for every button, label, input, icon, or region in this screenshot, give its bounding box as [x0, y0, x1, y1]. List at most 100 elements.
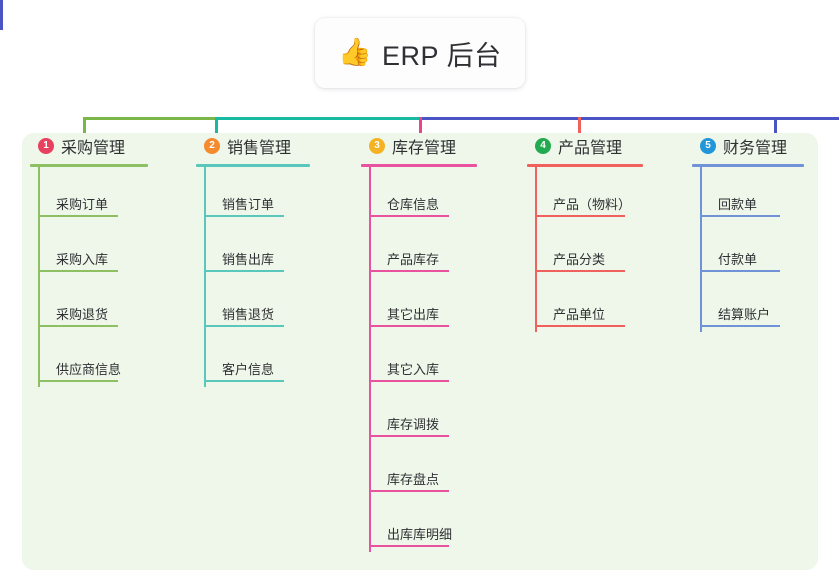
branch-title: 产品管理: [558, 140, 623, 157]
branch-item-rule: [535, 215, 625, 217]
branch-title: 销售管理: [227, 140, 292, 157]
branch-spine: [369, 167, 371, 552]
branch-number-badge: 4: [535, 138, 551, 154]
branch-header-rule: [692, 164, 804, 167]
branch-header-3[interactable]: 3 库存管理: [361, 133, 477, 159]
branch-item-rule: [369, 270, 449, 272]
branch-column-1: 1 采购管理采购订单采购入库采购退货供应商信息: [30, 133, 148, 387]
bus-segment-blue-end: [776, 117, 839, 120]
branch-item[interactable]: 付款单: [692, 222, 804, 277]
branch-item-label: 出库库明细: [387, 527, 453, 542]
branch-item-label: 库存盘点: [387, 472, 440, 487]
branch-item-rule: [700, 325, 780, 327]
branch-item[interactable]: 产品分类: [527, 222, 643, 277]
branch-item[interactable]: 产品单位: [527, 277, 643, 332]
thumbs-up-icon: 👍: [338, 36, 373, 67]
branch-item[interactable]: 采购入库: [30, 222, 148, 277]
branch-item[interactable]: 销售出库: [196, 222, 310, 277]
branch-item[interactable]: 出库库明细: [361, 497, 477, 552]
branch-item[interactable]: 回款单: [692, 167, 804, 222]
branch-item[interactable]: 库存调拨: [361, 387, 477, 442]
branch-item[interactable]: 采购订单: [30, 167, 148, 222]
branch-item-label: 供应商信息: [56, 362, 122, 377]
root-stem-connector: [0, 0, 3, 30]
branch-column-3: 3 库存管理仓库信息产品库存其它出库其它入库库存调拨库存盘点出库库明细: [361, 133, 477, 552]
branch-item[interactable]: 供应商信息: [30, 332, 148, 387]
bus-segment-green: [83, 117, 215, 120]
branch-item-rule: [369, 325, 449, 327]
branch-item[interactable]: 销售退货: [196, 277, 310, 332]
branch-item-label: 销售出库: [222, 252, 275, 267]
branch-item-rule: [700, 215, 780, 217]
branch-item-rule: [204, 380, 284, 382]
branch-item-label: 回款单: [718, 197, 758, 212]
branch-item-label: 仓库信息: [387, 197, 440, 212]
branch-header-rule: [361, 164, 477, 167]
branch-item-list: 回款单付款单结算账户: [692, 167, 804, 332]
branch-item-label: 付款单: [718, 252, 758, 267]
branch-item-rule: [204, 215, 284, 217]
branch-item-label: 结算账户: [718, 307, 771, 322]
branch-title: 库存管理: [392, 140, 457, 157]
branch-item-label: 销售退货: [222, 307, 275, 322]
branch-item[interactable]: 其它出库: [361, 277, 477, 332]
branch-item-label: 采购订单: [56, 197, 109, 212]
branch-item-label: 采购入库: [56, 252, 109, 267]
branch-item-rule: [535, 270, 625, 272]
branch-column-2: 2 销售管理销售订单销售出库销售退货客户信息: [196, 133, 310, 387]
branch-item[interactable]: 产品（物料）: [527, 167, 643, 222]
branch-item[interactable]: 其它入库: [361, 332, 477, 387]
branch-item[interactable]: 仓库信息: [361, 167, 477, 222]
branch-header-4[interactable]: 4 产品管理: [527, 133, 643, 159]
branch-item[interactable]: 结算账户: [692, 277, 804, 332]
root-node[interactable]: 👍 ERP 后台: [315, 18, 525, 88]
branch-item-list: 销售订单销售出库销售退货客户信息: [196, 167, 310, 387]
branch-number-badge: 1: [38, 138, 54, 154]
branch-item-rule: [369, 545, 449, 547]
branch-item-rule: [38, 215, 118, 217]
branch-item[interactable]: 产品库存: [361, 222, 477, 277]
branch-item-label: 产品单位: [553, 307, 606, 322]
branch-item-rule: [535, 325, 625, 327]
branch-item-label: 其它入库: [387, 362, 440, 377]
branch-item-rule: [369, 380, 449, 382]
branch-item-label: 产品（物料）: [553, 197, 632, 212]
branch-header-rule: [30, 164, 148, 167]
branch-header-rule: [196, 164, 310, 167]
branch-spine: [204, 167, 206, 387]
diagram-panel: 1 采购管理采购订单采购入库采购退货供应商信息 2 销售管理销售订单销售出库销售退货客…: [22, 133, 818, 570]
branch-item-rule: [38, 325, 118, 327]
branch-item-list: 产品（物料） 产品分类产品单位: [527, 167, 643, 332]
branch-item-rule: [700, 270, 780, 272]
branch-item-label: 产品库存: [387, 252, 440, 267]
branch-number-badge: 5: [700, 138, 716, 154]
branch-spine: [38, 167, 40, 387]
branch-item-label: 客户信息: [222, 362, 275, 377]
branch-item[interactable]: 销售订单: [196, 167, 310, 222]
branch-item-rule: [369, 215, 449, 217]
branch-column-5: 5 财务管理回款单付款单结算账户: [692, 133, 804, 332]
branch-title: 采购管理: [61, 140, 126, 157]
root-title: ERP 后台: [382, 40, 502, 71]
branch-item-list: 仓库信息产品库存其它出库其它入库库存调拨库存盘点出库库明细: [361, 167, 477, 552]
branch-header-5[interactable]: 5 财务管理: [692, 133, 804, 159]
branch-title: 财务管理: [723, 140, 788, 157]
bus-segment-teal: [215, 117, 419, 120]
branch-spine: [535, 167, 537, 332]
branch-header-2[interactable]: 2 销售管理: [196, 133, 310, 159]
branch-number-badge: 2: [204, 138, 220, 154]
bus-segment-blue: [419, 117, 776, 120]
branch-column-4: 4 产品管理产品（物料） 产品分类产品单位: [527, 133, 643, 332]
branch-item-label: 库存调拨: [387, 417, 440, 432]
branch-item[interactable]: 库存盘点: [361, 442, 477, 497]
branch-number-badge: 3: [369, 138, 385, 154]
branch-item[interactable]: 客户信息: [196, 332, 310, 387]
branch-item-rule: [204, 325, 284, 327]
branch-item-label: 其它出库: [387, 307, 440, 322]
branch-header-1[interactable]: 1 采购管理: [30, 133, 148, 159]
branch-item-rule: [38, 270, 118, 272]
branch-item-rule: [369, 490, 449, 492]
branch-item-label: 产品分类: [553, 252, 606, 267]
branch-item[interactable]: 采购退货: [30, 277, 148, 332]
